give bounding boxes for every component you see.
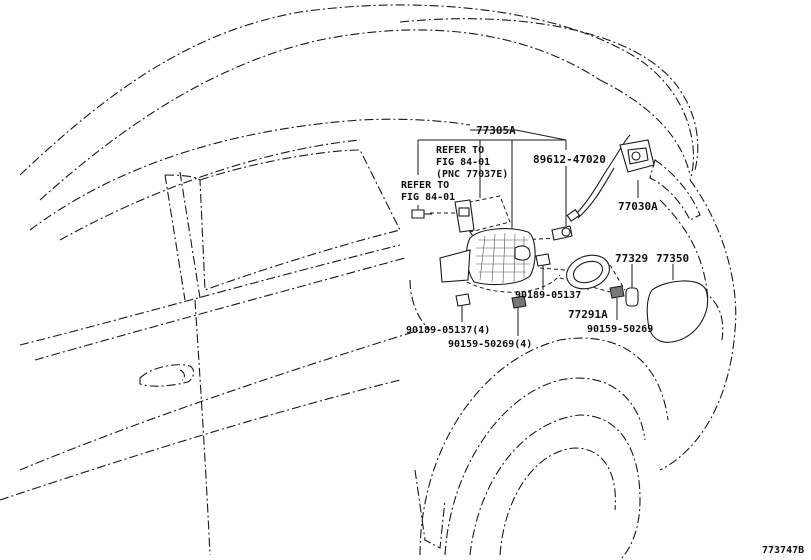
bolt-bottom-left	[455, 293, 471, 307]
label-refer-b-line1: REFER TO	[401, 180, 449, 191]
labels: 77305A REFER TO FIG 84-01 (PNC 77037E) R…	[401, 124, 804, 556]
sensor-89612	[551, 225, 573, 241]
label-90189-05137: 90189-05137	[515, 290, 581, 301]
label-77329: 77329	[615, 252, 648, 265]
bolt-bottom-right	[511, 295, 527, 309]
label-90189-05137-4: 90189-05137(4)	[406, 325, 490, 336]
label-90159-50269: 90159-50269	[587, 324, 653, 335]
car-body-outline	[0, 4, 737, 560]
label-refer-a-line2: FIG 84-01	[436, 157, 490, 168]
label-90159-50269-4: 90159-50269(4)	[448, 339, 532, 350]
label-77291A: 77291A	[568, 308, 608, 321]
label-refer-a-line1: REFER TO	[436, 145, 484, 156]
opener-cable	[566, 134, 655, 222]
bolt-right	[609, 285, 625, 299]
label-89612-47020: 89612-47020	[533, 153, 606, 166]
gasket-ring	[566, 254, 610, 290]
cushion	[625, 287, 639, 307]
fuel-lid-housing	[439, 228, 536, 286]
fuel-lid	[646, 280, 708, 343]
screw-top-left	[411, 209, 432, 219]
label-refer-b-line2: FIG 84-01	[401, 192, 455, 203]
label-refer-a-line3: (PNC 77037E)	[436, 169, 508, 180]
label-77305A: 77305A	[476, 124, 516, 137]
label-77030A: 77030A	[618, 200, 658, 213]
label-77350: 77350	[656, 252, 689, 265]
lock-actuator	[454, 199, 475, 233]
bolt-center	[535, 253, 551, 267]
figure-id: 773747B	[762, 545, 804, 556]
